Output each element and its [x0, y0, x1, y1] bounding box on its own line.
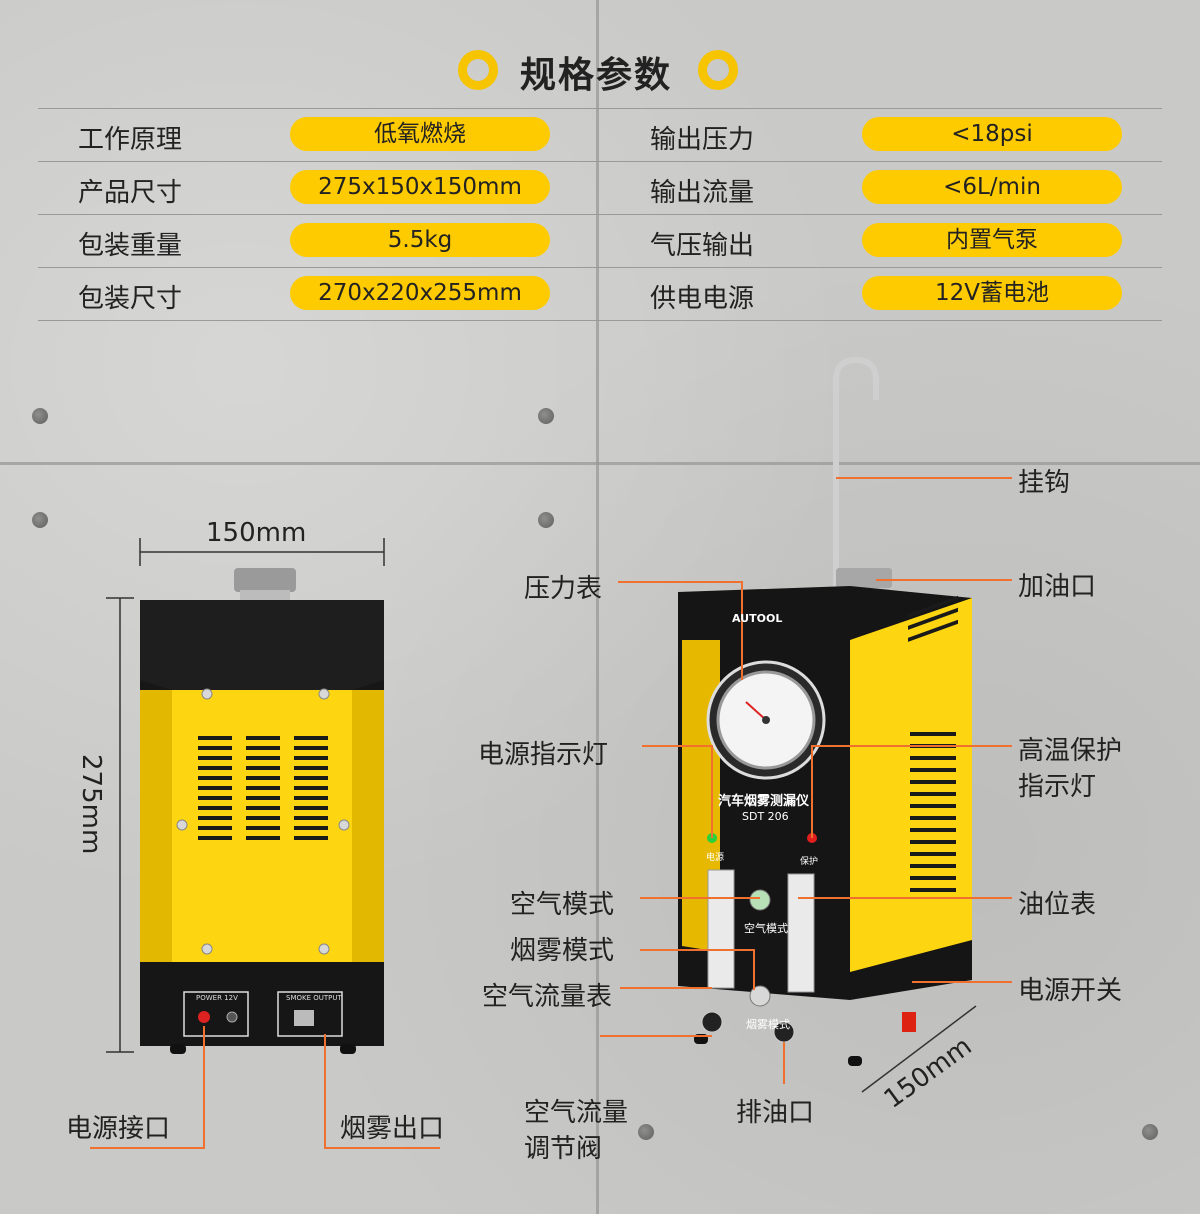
callout-power-light: 电源指示灯: [478, 740, 609, 770]
spec-table: 工作原理 低氧燃烧 输出压力 <18psi 产品尺寸 275x150x150mm…: [38, 108, 1162, 321]
depth-dimension-line: [861, 1005, 977, 1093]
power-panel: [183, 991, 249, 1037]
callout-oil-port: 加油口: [1018, 572, 1097, 602]
wall-bolt: [538, 408, 554, 424]
air-mode-label: 空气模式: [744, 922, 788, 935]
section-header: 规格参数: [0, 42, 1200, 98]
air-valve-knob: [701, 1011, 723, 1033]
cap-neck: [240, 590, 290, 602]
callout-drain: 排油口: [736, 1098, 815, 1128]
top-frame: [140, 600, 384, 690]
spec-value: 内置气泵: [862, 223, 1122, 257]
oil-filler-cap: [836, 568, 892, 588]
spec-value: 5.5kg: [290, 223, 550, 257]
oil-level-meter: [787, 873, 815, 993]
spec-row: 包装尺寸 270x220x255mm 供电电源 12V蓄电池: [38, 267, 1162, 321]
power-panel-label: POWER 12V: [196, 994, 238, 1002]
spec-value: <18psi: [862, 117, 1122, 151]
wall-bolt: [638, 1124, 654, 1140]
power-socket: [226, 1011, 238, 1023]
spec-label: 供电电源: [650, 284, 755, 314]
spec-label: 输出压力: [650, 125, 755, 155]
callout-lines: [600, 477, 1012, 1084]
spec-row: 包装重量 5.5kg 气压输出 内置气泵: [38, 214, 1162, 267]
vent-grille: [198, 736, 328, 840]
back-view-drawing: [90, 538, 440, 1149]
model-number: SDT 206: [742, 810, 789, 823]
wall-bolt: [538, 512, 554, 528]
power-socket: [198, 1011, 210, 1023]
smoke-panel-label: SMOKE OUTPUT: [286, 994, 342, 1002]
spec-label: 输出流量: [650, 178, 755, 208]
spec-value: 275x150x150mm: [290, 170, 550, 204]
air-flow-meter: [707, 869, 735, 989]
power-port-callout: [90, 1026, 205, 1149]
smoke-outlet-callout: [324, 1034, 440, 1149]
callout-hook: 挂钩: [1018, 468, 1071, 498]
brand-badge: AUTOOL: [732, 612, 783, 625]
power-switch: [902, 1012, 916, 1032]
ring-decoration: [458, 50, 498, 90]
spec-value: 低氧燃烧: [290, 117, 550, 151]
air-mode-light: [749, 889, 771, 911]
smoke-mode-label: 烟雾模式: [746, 1018, 790, 1031]
spec-value: <6L/min: [862, 170, 1122, 204]
side-panel-right: [352, 690, 384, 962]
panel-screws: [176, 688, 350, 955]
spec-row: 工作原理 低氧燃烧 输出压力 <18psi: [38, 108, 1162, 161]
callout-valve-2: 调节阀: [524, 1134, 603, 1164]
callout-air-flow-meter: 空气流量表: [482, 982, 613, 1012]
spec-label: 产品尺寸: [78, 178, 183, 208]
callout-power-port: 电源接口: [66, 1114, 171, 1144]
spec-label: 包装重量: [78, 231, 183, 261]
callout-oil-level: 油位表: [1018, 890, 1097, 920]
side-panel-left: [140, 690, 172, 962]
spec-row: 产品尺寸 275x150x150mm 输出流量 <6L/min: [38, 161, 1162, 214]
callout-valve-1: 空气流量: [524, 1098, 629, 1128]
wall-bolt: [1142, 1124, 1158, 1140]
foot: [848, 1056, 862, 1066]
panel-seam: [596, 0, 599, 1214]
bottom-frame: [140, 962, 384, 1046]
section-title: 规格参数: [520, 55, 673, 96]
spec-value: 270x220x255mm: [290, 276, 550, 310]
height-dimension-label: 275mm: [76, 754, 106, 855]
spec-label: 工作原理: [78, 125, 183, 155]
side-yellow-panel: [850, 598, 972, 972]
spec-label: 包装尺寸: [78, 284, 183, 314]
wall-bolt: [32, 512, 48, 528]
smoke-panel: [277, 991, 343, 1037]
wall-bolt: [32, 408, 48, 424]
panel-seam: [0, 462, 1200, 465]
smoke-mode-light: [749, 985, 771, 1007]
ring-decoration: [698, 50, 738, 90]
callout-gauge: 压力表: [524, 574, 603, 604]
smoke-outlet-fitting: [294, 1010, 314, 1026]
hanging-hook: [833, 356, 879, 920]
callout-overheat-1: 高温保护: [1018, 736, 1123, 766]
filler-cap: [234, 568, 296, 592]
power-indicator-label: 电源: [706, 853, 725, 863]
side-vents: [908, 595, 958, 642]
gauge-needle: [745, 701, 767, 721]
callout-air-mode: 空气模式: [510, 890, 615, 920]
foot: [340, 1044, 356, 1054]
width-dimension-label: 150mm: [206, 518, 307, 548]
callout-overheat-2: 指示灯: [1018, 772, 1097, 802]
callout-smoke-mode: 烟雾模式: [510, 936, 615, 966]
spec-value: 12V蓄电池: [862, 276, 1122, 310]
protect-indicator-label: 保护: [800, 857, 819, 867]
spec-label: 气压输出: [650, 231, 755, 261]
callout-smoke-outlet: 烟雾出口: [340, 1114, 445, 1144]
front-view-drawing: [600, 356, 1012, 1093]
product-name: 汽车烟雾测漏仪: [718, 794, 810, 809]
gauge-hub: [762, 716, 770, 724]
callout-power-switch: 电源开关: [1018, 976, 1123, 1006]
foot: [170, 1044, 186, 1054]
